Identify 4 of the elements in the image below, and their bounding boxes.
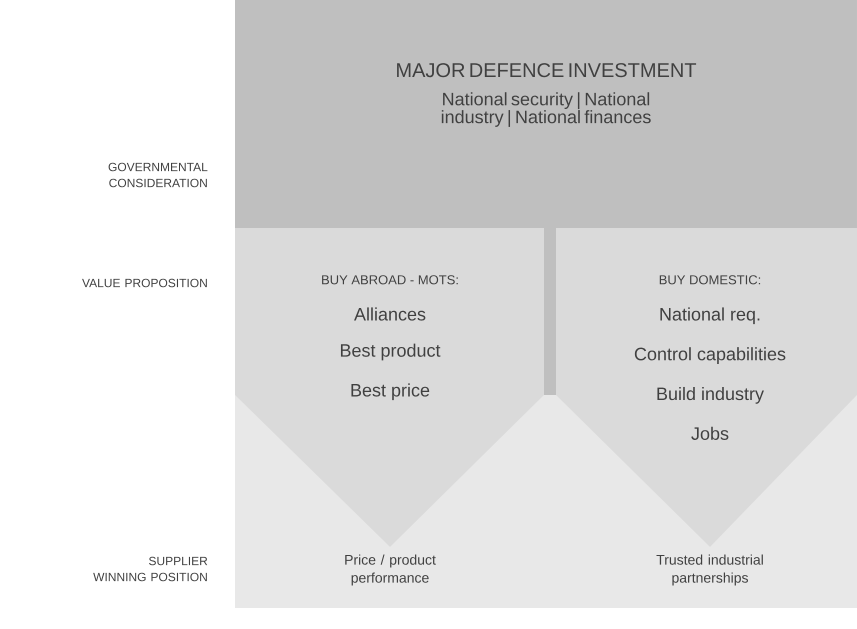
row-label: SUPPLIER WINNING POSITION (93, 556, 208, 582)
row-label: VALUE PROPOSITION (82, 278, 207, 288)
heading-band: MAJOR DEFENCE INVESTMENT National security | National industry | National finances (235, 0, 857, 228)
row-label: GOVERNMENTAL CONSIDERATION (108, 162, 208, 188)
